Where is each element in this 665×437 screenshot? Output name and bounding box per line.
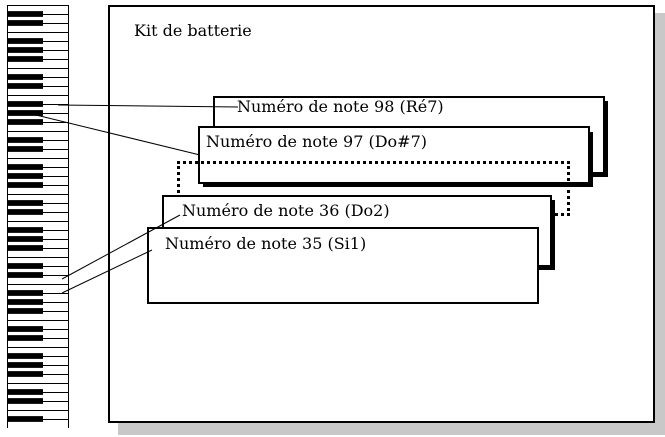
black-key	[7, 74, 43, 80]
black-key	[7, 47, 43, 53]
note-label-35: Numéro de note 35 (Si1)	[165, 234, 367, 253]
black-key	[7, 416, 43, 422]
black-key	[7, 263, 43, 269]
black-key	[7, 308, 43, 314]
note-box-97	[198, 126, 590, 184]
black-key	[7, 245, 43, 251]
black-key	[7, 137, 43, 143]
black-key	[7, 290, 43, 296]
note-label-97: Numéro de note 97 (Do#7)	[206, 132, 428, 151]
black-key	[7, 389, 43, 395]
black-key	[7, 164, 43, 170]
note-label-98: Numéro de note 98 (Ré7)	[237, 97, 444, 116]
black-key	[7, 335, 43, 341]
kit-title: Kit de batterie	[134, 21, 252, 40]
black-key	[7, 362, 43, 368]
black-key	[7, 56, 43, 62]
black-key	[7, 101, 43, 107]
note-box-35	[147, 227, 539, 304]
black-key	[7, 83, 43, 89]
black-key	[7, 299, 43, 305]
black-key	[7, 227, 43, 233]
black-key	[7, 182, 43, 188]
piano-keyboard	[7, 5, 69, 428]
black-key	[7, 200, 43, 206]
black-key	[7, 353, 43, 359]
black-key	[7, 371, 43, 377]
black-key	[7, 209, 43, 215]
black-key	[7, 110, 43, 116]
black-key	[7, 398, 43, 404]
black-key	[7, 173, 43, 179]
black-key	[7, 11, 43, 17]
black-key	[7, 146, 43, 152]
note-label-36: Numéro de note 36 (Do2)	[182, 201, 390, 220]
black-keys	[7, 11, 43, 422]
black-key	[7, 326, 43, 332]
black-key	[7, 38, 43, 44]
black-key	[7, 236, 43, 242]
black-key	[7, 119, 43, 125]
black-key	[7, 20, 43, 26]
black-key	[7, 272, 43, 278]
